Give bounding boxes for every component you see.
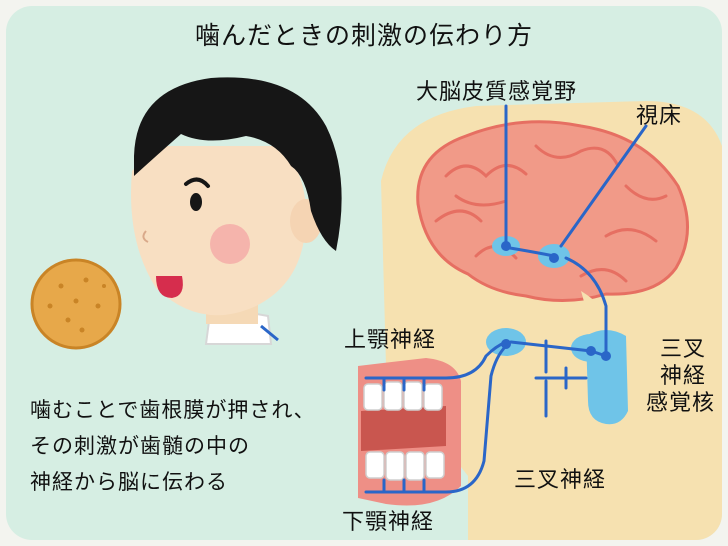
- label-cortex: 大脳皮質感覚野: [416, 74, 577, 106]
- rice-cracker-illustration: [32, 260, 120, 348]
- caption-line2: その刺激が歯髄の中の: [30, 428, 316, 464]
- label-nucleus-line3: 感覚核: [646, 390, 715, 417]
- caption-line1: 噛むことで歯根膜が押され、: [30, 392, 316, 428]
- label-nucleus: 三叉 神経 感覚核: [646, 336, 715, 417]
- caption-line3: 神経から脳に伝わる: [30, 464, 316, 500]
- caption: 噛むことで歯根膜が押され、 その刺激が歯髄の中の 神経から脳に伝わる: [30, 392, 316, 500]
- page-title: 噛んだときの刺激の伝わり方: [6, 16, 722, 52]
- label-upper-nerve: 上顎神経: [344, 322, 436, 354]
- label-lower-nerve: 下顎神経: [342, 504, 434, 536]
- label-thalamus: 視床: [636, 98, 682, 130]
- label-trigeminal-nerve: 三叉神経: [514, 462, 606, 494]
- label-nucleus-line1: 三叉: [646, 336, 715, 363]
- label-nucleus-line2: 神経: [646, 363, 715, 390]
- illustration-panel: 噛んだときの刺激の伝わり方 大脳皮質感覚野 視床 上顎神経 三叉 神経 感覚核 …: [6, 6, 722, 540]
- boy-illustration: [131, 77, 342, 344]
